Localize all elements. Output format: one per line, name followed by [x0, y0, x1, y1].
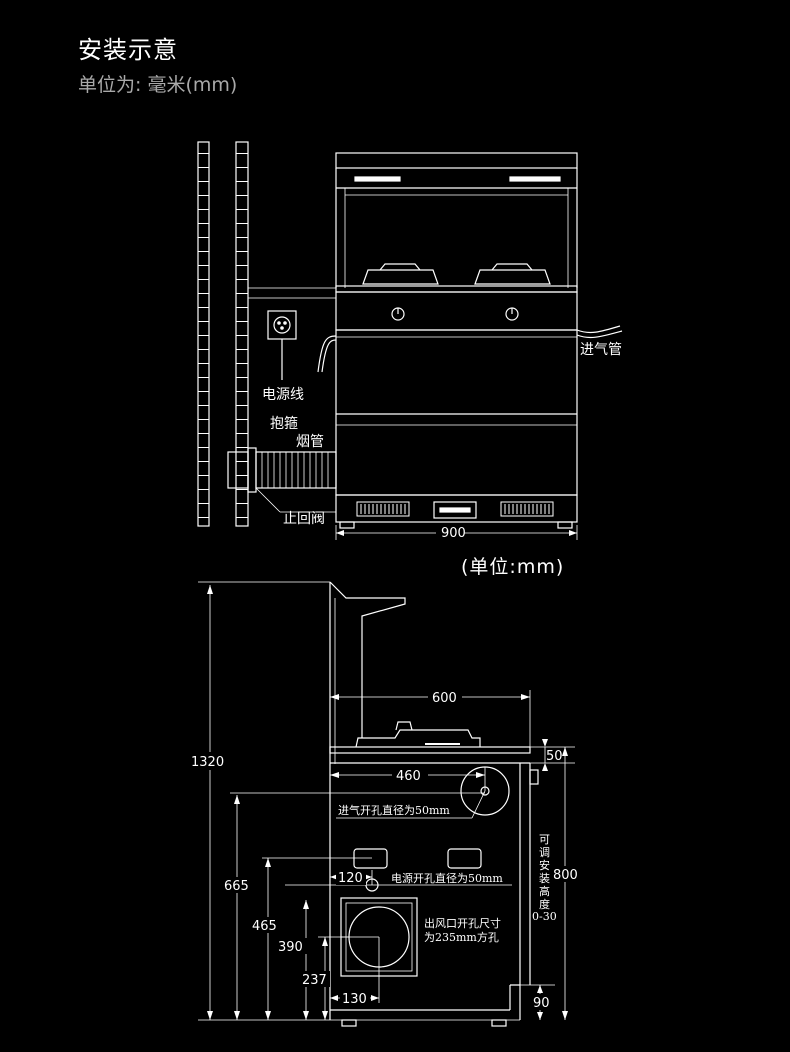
dim-600: 600 [432, 691, 457, 706]
socket-icon [267, 310, 297, 340]
svg-text:高: 高 [539, 884, 550, 898]
svg-text:安: 安 [539, 858, 550, 872]
vent-left [356, 501, 410, 517]
dim-130: 130 [342, 992, 367, 1007]
note-adjustable-height: 可 调 安 装 高 度 0-30 [532, 833, 557, 923]
note-outlet-line2: 为235mm方孔 [424, 930, 499, 944]
dim-665: 665 [224, 879, 249, 894]
dim-1320: 1320 [191, 755, 224, 770]
note-gas-hole: 进气开孔直径为50mm [338, 803, 450, 817]
dim-50: 50 [546, 749, 563, 764]
stove-unit [335, 152, 578, 529]
side-view [198, 581, 575, 1027]
dim-390: 390 [278, 940, 303, 955]
svg-text:0-30: 0-30 [532, 910, 557, 923]
dim-width-900: 900 [441, 526, 466, 541]
note-power-hole: 电源开孔直径为50mm [391, 871, 503, 885]
svg-text:度: 度 [539, 897, 550, 911]
note-outlet-line1: 出风口开孔尺寸 [424, 916, 501, 930]
unit-subtitle: 单位为: 毫米(mm) [78, 74, 238, 96]
vent-right [500, 501, 554, 517]
dim-800: 800 [553, 868, 578, 883]
label-gas-pipe: 进气管 [580, 342, 622, 358]
page-title: 安装示意 [78, 36, 178, 64]
dim-460: 460 [396, 769, 421, 784]
svg-text:装: 装 [539, 872, 550, 885]
wall-left [197, 141, 210, 527]
label-flue-pipe: 烟管 [296, 434, 324, 450]
front-view [197, 141, 623, 540]
dim-237: 237 [302, 973, 327, 988]
wall-right [235, 141, 249, 527]
svg-text:可: 可 [539, 833, 550, 846]
svg-text:调: 调 [539, 846, 550, 859]
dim-120: 120 [338, 871, 363, 886]
label-clamp: 抱箍 [270, 415, 298, 432]
label-power-cord: 电源线 [262, 387, 304, 403]
dim-90: 90 [533, 996, 550, 1011]
power-cord [281, 335, 337, 380]
unit-label: (单位:mm) [461, 556, 565, 578]
dim-465: 465 [252, 919, 277, 934]
label-check-valve: 止回阀 [283, 511, 325, 527]
flue-pipe [227, 447, 337, 493]
gas-pipe [576, 325, 621, 334]
